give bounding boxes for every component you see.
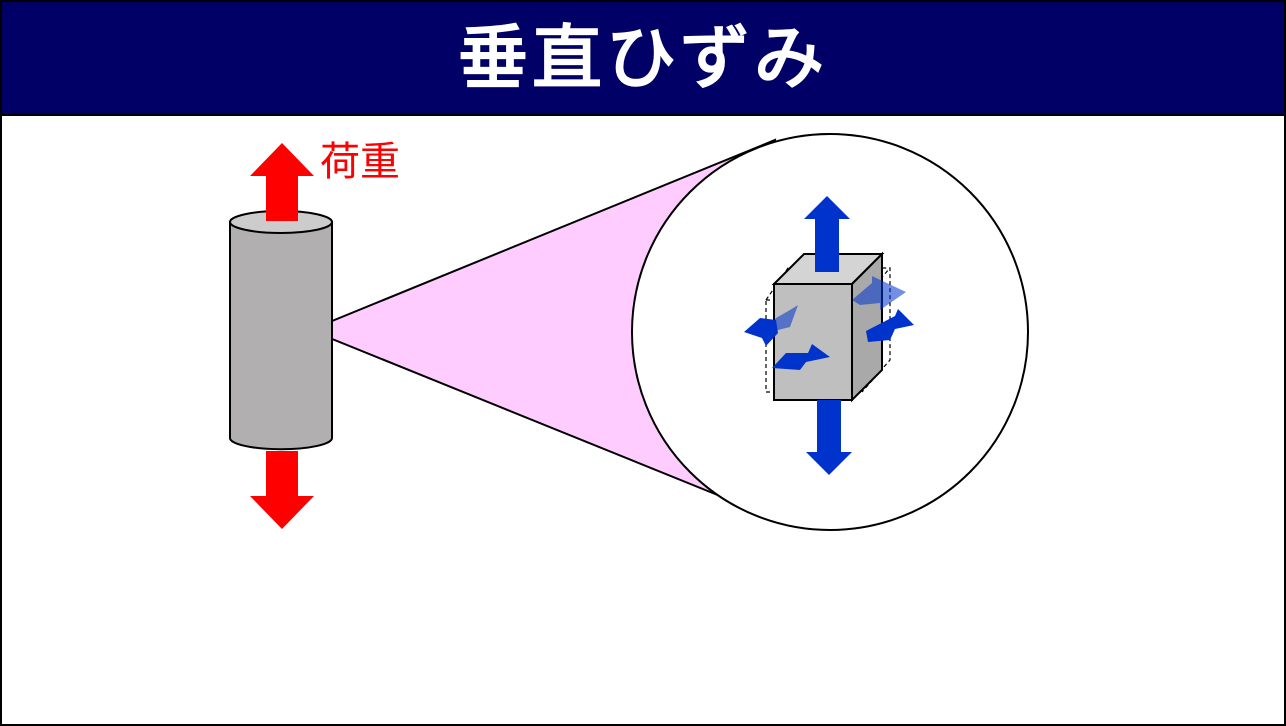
cube-front-face: [773, 283, 853, 401]
load-label: 荷重: [320, 139, 400, 185]
strain-arrow-down-icon: [806, 400, 852, 475]
lateral-arrow-right-icon: [866, 309, 914, 342]
lateral-arrow-right-top-icon: [852, 276, 906, 310]
lateral-arrow-left-icon: [744, 318, 778, 346]
load-arrow-down-icon: [250, 451, 314, 529]
strain-arrow-up-icon: [804, 196, 850, 272]
title-banner: 垂直ひずみ: [2, 2, 1284, 116]
lateral-arrow-front-icon: [772, 344, 830, 370]
load-arrow-up-icon: [250, 143, 314, 221]
cylinder-specimen: [229, 210, 333, 451]
page-title: 垂直ひずみ: [458, 17, 828, 99]
